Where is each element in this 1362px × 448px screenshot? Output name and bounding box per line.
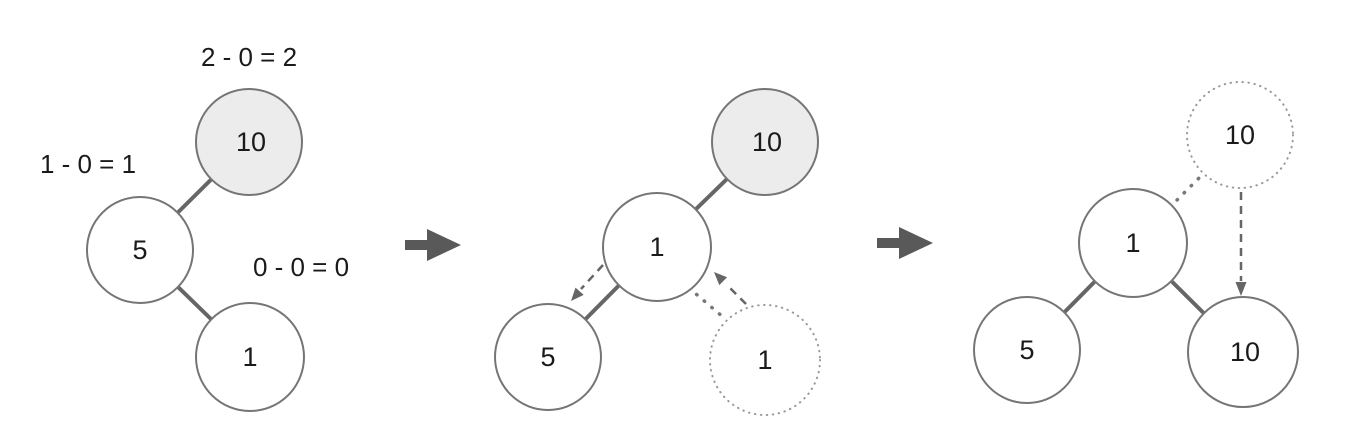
balance-annotation-node-1: 0 - 0 = 0 <box>253 252 349 282</box>
balance-annotation-node-5: 1 - 0 = 1 <box>40 149 136 179</box>
node-10 <box>1187 296 1299 408</box>
node-10-highlighted <box>195 88 303 196</box>
step-arrow-1-icon <box>405 229 461 261</box>
move-arrow-down-left-head <box>571 287 584 301</box>
ghost-node-10-label: 10 <box>1225 120 1255 150</box>
tree-step-3: 10 1 5 10 <box>973 81 1299 408</box>
node-1-label: 1 <box>242 342 257 372</box>
ghost-node-10 <box>1186 81 1294 189</box>
node-10-highlighted <box>711 88 819 196</box>
node-10-label: 10 <box>752 127 782 157</box>
node-1-label: 1 <box>649 232 664 262</box>
node-1 <box>195 302 305 412</box>
node-1-root <box>602 192 712 302</box>
ghost-node-1-label: 1 <box>757 345 772 375</box>
node-1-root <box>1078 188 1188 298</box>
node-5-label: 5 <box>540 342 555 372</box>
node-5-label: 5 <box>1019 335 1034 365</box>
ghost-edge-trail <box>1168 170 1207 209</box>
move-arrow-down-head <box>1235 282 1247 296</box>
ghost-edge-trail <box>687 286 725 319</box>
node-10-label: 10 <box>1230 337 1260 367</box>
node-1-label: 1 <box>1125 228 1140 258</box>
move-arrow-up-left-head <box>714 272 728 286</box>
balance-annotation-node-10: 2 - 0 = 2 <box>201 42 297 72</box>
tree-step-1: 10 5 1 2 - 0 = 2 1 - 0 = 1 0 - 0 = 0 <box>40 42 349 412</box>
node-10-label: 10 <box>236 127 266 157</box>
node-5 <box>973 296 1081 404</box>
move-arrow-down-left <box>580 264 604 290</box>
move-arrow-up-left <box>726 284 747 305</box>
step-arrow-2-icon <box>877 227 933 259</box>
tree-step-2: 10 1 5 1 <box>494 88 821 416</box>
node-5 <box>86 196 194 304</box>
ghost-node-1 <box>709 304 821 416</box>
node-5-label: 5 <box>132 235 147 265</box>
node-5 <box>494 303 602 411</box>
